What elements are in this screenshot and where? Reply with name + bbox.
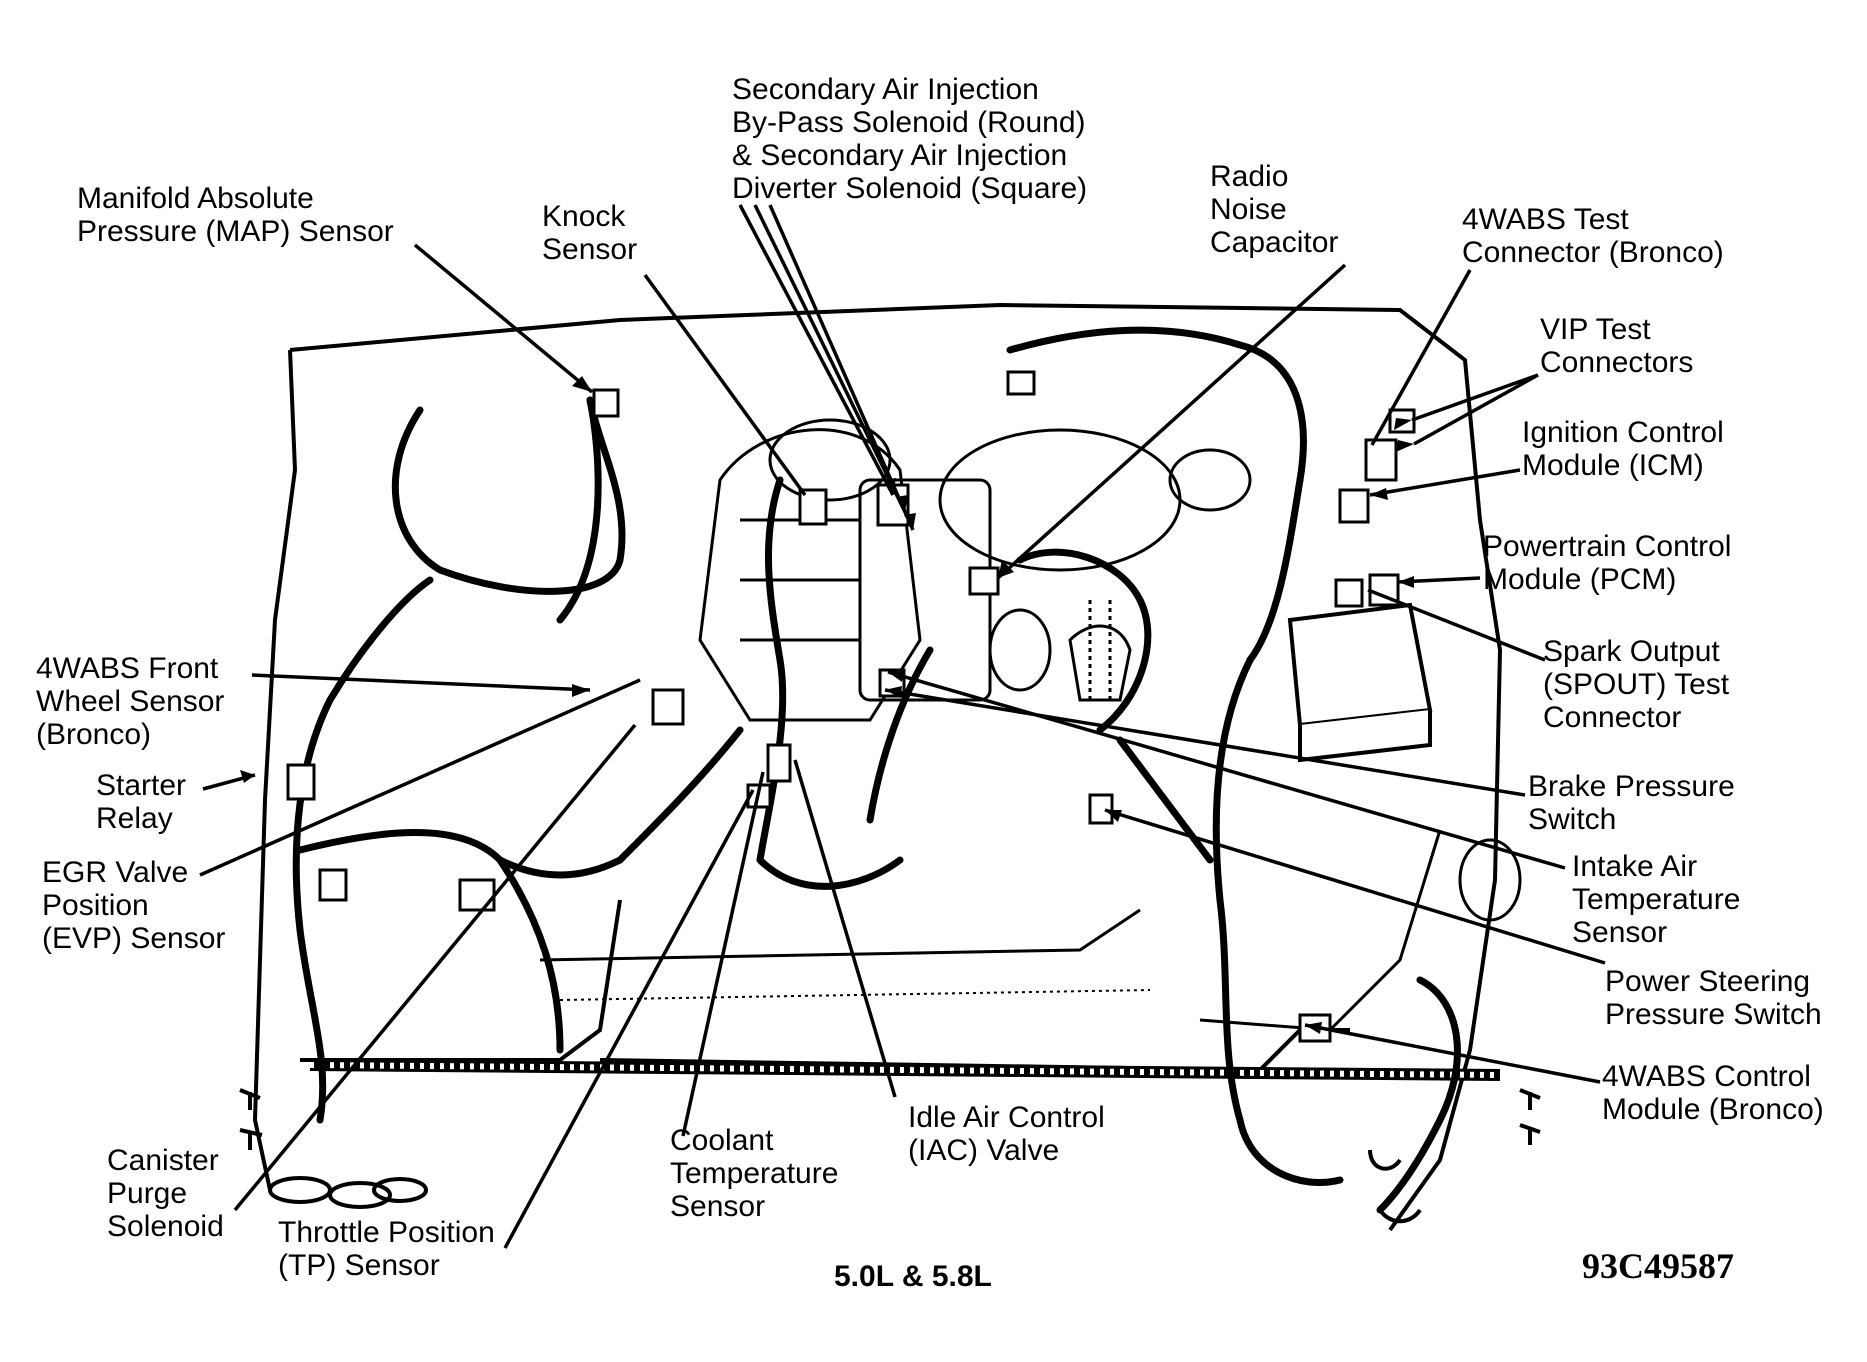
leader-wabs-module bbox=[1304, 1023, 1601, 1084]
label-brake-pressure-switch: Brake Pressure Switch bbox=[1528, 770, 1735, 836]
label-power-steering-pressure-switch: Power Steering Pressure Switch bbox=[1605, 965, 1822, 1031]
leader-wabs-front bbox=[251, 673, 591, 692]
label-spout-test-connector: Spark Output (SPOUT) Test Connector bbox=[1543, 635, 1730, 734]
leader-idle-air bbox=[793, 759, 897, 1098]
label-starter-relay: Starter Relay bbox=[96, 769, 187, 835]
leader-air-injection-1 bbox=[738, 204, 895, 496]
leader-wabs-test bbox=[1370, 269, 1472, 446]
spark-plugs bbox=[239, 1088, 1541, 1224]
label-map-sensor: Manifold Absolute Pressure (MAP) Sensor bbox=[77, 182, 394, 248]
leader-knock-sensor bbox=[643, 273, 807, 497]
leader-air-injection-2 bbox=[753, 204, 907, 513]
leader-radio-capacitor bbox=[996, 263, 1347, 580]
leader-power-steering bbox=[1104, 808, 1606, 965]
leader-air-injection-3 bbox=[768, 204, 915, 531]
pcm-box bbox=[1287, 602, 1433, 763]
leader-map-sensor bbox=[413, 243, 594, 394]
leader-icm bbox=[1369, 468, 1521, 497]
leader-spout bbox=[1367, 588, 1546, 662]
label-4wabs-test-connector: 4WABS Test Connector (Bronco) bbox=[1462, 203, 1724, 269]
leader-lines bbox=[199, 204, 1606, 1249]
label-radio-noise-capacitor: Radio Noise Capacitor bbox=[1210, 160, 1339, 259]
leader-vip-test-1 bbox=[1411, 373, 1539, 422]
label-knock-sensor: Knock Sensor bbox=[542, 200, 638, 266]
leader-throttle bbox=[503, 789, 755, 1249]
label-canister-purge-solenoid: Canister Purge Solenoid bbox=[107, 1144, 224, 1243]
label-4wabs-control-module: 4WABS Control Module (Bronco) bbox=[1602, 1060, 1824, 1126]
label-coolant-temperature-sensor: Coolant Temperature Sensor bbox=[670, 1124, 839, 1223]
label-air-injection-solenoids: Secondary Air Injection By-Pass Solenoid… bbox=[732, 73, 1088, 205]
label-intake-air-temperature-sensor: Intake Air Temperature Sensor bbox=[1572, 850, 1741, 949]
leader-intake-air bbox=[887, 670, 1566, 870]
arrowheads bbox=[240, 376, 1414, 1034]
air-duct bbox=[988, 600, 1132, 702]
label-4wabs-front-wheel-sensor: 4WABS Front Wheel Sensor (Bronco) bbox=[36, 652, 225, 751]
leader-egr bbox=[199, 678, 641, 877]
leader-brake-pressure bbox=[884, 688, 1526, 797]
leader-canister bbox=[233, 723, 637, 1212]
wiring-harness bbox=[292, 326, 1461, 1214]
engine-caption: 5.0L & 5.8L bbox=[834, 1260, 992, 1293]
leader-coolant bbox=[681, 771, 765, 1137]
label-throttle-position-sensor: Throttle Position (TP) Sensor bbox=[278, 1216, 495, 1282]
front-crossmember bbox=[309, 1059, 1501, 1081]
label-idle-air-control-valve: Idle Air Control (IAC) Valve bbox=[908, 1101, 1105, 1167]
label-vip-test-connectors: VIP Test Connectors bbox=[1540, 313, 1694, 379]
label-powertrain-control-module: Powertrain Control Module (PCM) bbox=[1483, 530, 1732, 596]
label-egr-valve-position-sensor: EGR Valve Position (EVP) Sensor bbox=[42, 856, 226, 955]
leader-vip-test-2 bbox=[1413, 373, 1539, 446]
label-ignition-control-module: Ignition Control Module (ICM) bbox=[1522, 416, 1724, 482]
figure-number: 93C49587 bbox=[1582, 1246, 1734, 1286]
connectors bbox=[286, 370, 1416, 1043]
